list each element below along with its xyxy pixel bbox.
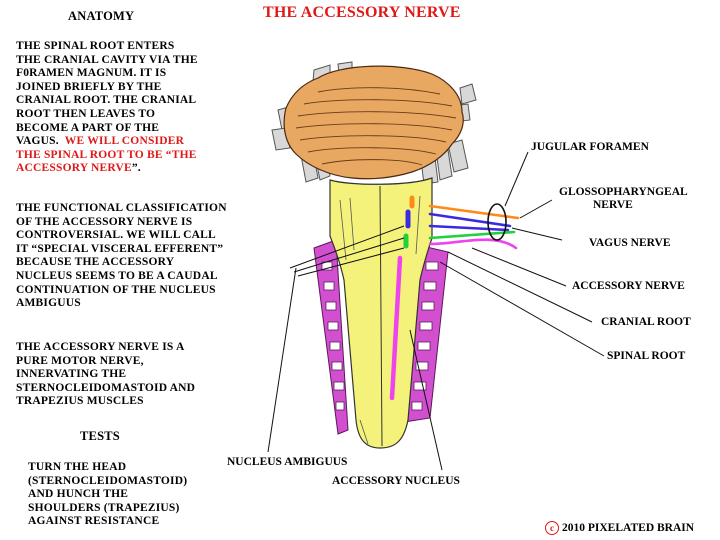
text-line: ROOT THEN LEAVES TO: [16, 107, 156, 120]
highlight-text: WE WILL CONSIDER: [64, 135, 185, 148]
highlight-text: THE SPINAL ROOT TO BE “THE: [16, 148, 197, 161]
label-accessory-nucleus: ACCESSORY NUCLEUS: [332, 475, 460, 487]
text-line: STERNOCLEIDOMASTOID AND: [16, 381, 196, 394]
spinal-rootlet-windows: [321, 261, 439, 411]
text-line: VAGUS. WE WILL CONSIDER: [16, 135, 198, 149]
nerve-roots: [389, 195, 520, 401]
text-line: NUCLEUS SEEMS TO BE A CAUDAL: [16, 269, 218, 282]
glossopharyngeal-nerve-line: [428, 204, 520, 220]
vagus-nerve-line-2: [428, 224, 510, 232]
text-line: BECOME A PART OF THE: [16, 121, 160, 134]
text-line: TURN THE HEAD: [28, 461, 127, 473]
text-line: CONTROVERSIAL. WE WILL CALL: [16, 229, 216, 242]
vagus-nerve-line: [428, 212, 512, 228]
text-fragment: VAGUS.: [16, 135, 65, 148]
text-line: IT “SPECIAL VISCERAL EFFERENT”: [16, 242, 224, 255]
text-fragment: ”.: [131, 162, 141, 175]
text-line: PURE MOTOR NERVE,: [16, 354, 144, 367]
text-line: F0RAMEN MAGNUM. IT IS: [16, 67, 167, 80]
accessory-nucleus-mark: [389, 255, 403, 401]
cranial-root-line: [428, 230, 516, 240]
page-title: THE ACCESSORY NERVE: [263, 4, 461, 21]
tests-heading: TESTS: [80, 429, 120, 443]
highlight-text: ACCESSORY NERVE: [16, 162, 132, 175]
text-line: AND HUNCH THE: [28, 488, 129, 501]
text-line: AMBIGUUS: [16, 297, 81, 310]
text-line: SHOULDERS (TRAPEZIUS): [28, 501, 180, 514]
label-nucleus-ambiguus: NUCLEUS AMBIGUUS: [227, 456, 348, 468]
text-line: OF THE ACCESSORY NERVE IS: [16, 215, 193, 228]
medulla-ridges: [339, 195, 421, 445]
text-line: CRANIAL ROOT. THE CRANIAL: [16, 94, 197, 107]
median-fissure: [379, 185, 383, 447]
anatomy-paragraph-1: THE SPINAL ROOT ENTERS THE CRANIAL CAVIT…: [16, 40, 198, 176]
text-line: INNERVATING THE: [16, 368, 127, 381]
label-vagus-nerve: VAGUS NERVE: [589, 237, 671, 249]
copyright-text: 2010 PIXELATED BRAIN: [562, 522, 695, 534]
cerebellum: [283, 65, 464, 180]
text-line: (STERNOCLEIDOMASTOID): [28, 474, 188, 487]
copyright-icon: c: [545, 521, 559, 535]
anatomy-paragraph-3: THE ACCESSORY NERVE IS A PURE MOTOR NERV…: [16, 341, 195, 409]
text-line: CONTINUATION OF THE NUCLEUS: [16, 283, 216, 296]
label-glossopharyngeal-nerve: NERVE: [593, 199, 633, 211]
anatomy-heading: ANATOMY: [68, 9, 135, 23]
cerebellar-folia: [295, 87, 457, 166]
label-jugular-foramen: JUGULAR FORAMEN: [531, 141, 649, 153]
text-line: THE SPINAL ROOT ENTERS: [16, 40, 175, 52]
jugular-foramen-ring: [487, 203, 507, 241]
accessory-nerve-line: [428, 238, 518, 250]
anatomy-paragraph-2: THE FUNCTIONAL CLASSIFICATION OF THE ACC…: [16, 202, 227, 311]
text-line: THE ACCESSORY NERVE IS A: [16, 341, 185, 353]
text-line: JOINED BRIEFLY BY THE: [16, 80, 162, 93]
text-line: AGAINST RESISTANCE: [28, 515, 160, 528]
text-line: ACCESSORY NERVE”.: [16, 162, 198, 176]
label-accessory-nerve: ACCESSORY NERVE: [572, 280, 685, 292]
text-line: TRAPEZIUS MUSCLES: [16, 395, 144, 408]
label-spinal-root: SPINAL ROOT: [607, 350, 686, 362]
label-glossopharyngeal: GLOSSOPHARYNGEAL: [559, 186, 688, 198]
leader-lines: [267, 151, 605, 471]
tests-text: TURN THE HEAD (STERNOCLEIDOMASTOID) AND …: [28, 461, 187, 529]
text-line: THE FUNCTIONAL CLASSIFICATION: [16, 202, 227, 214]
text-line: THE CRANIAL CAVITY VIA THE: [16, 53, 198, 66]
label-cranial-root: CRANIAL ROOT: [601, 316, 691, 328]
text-line: BECAUSE THE ACCESSORY: [16, 256, 175, 269]
